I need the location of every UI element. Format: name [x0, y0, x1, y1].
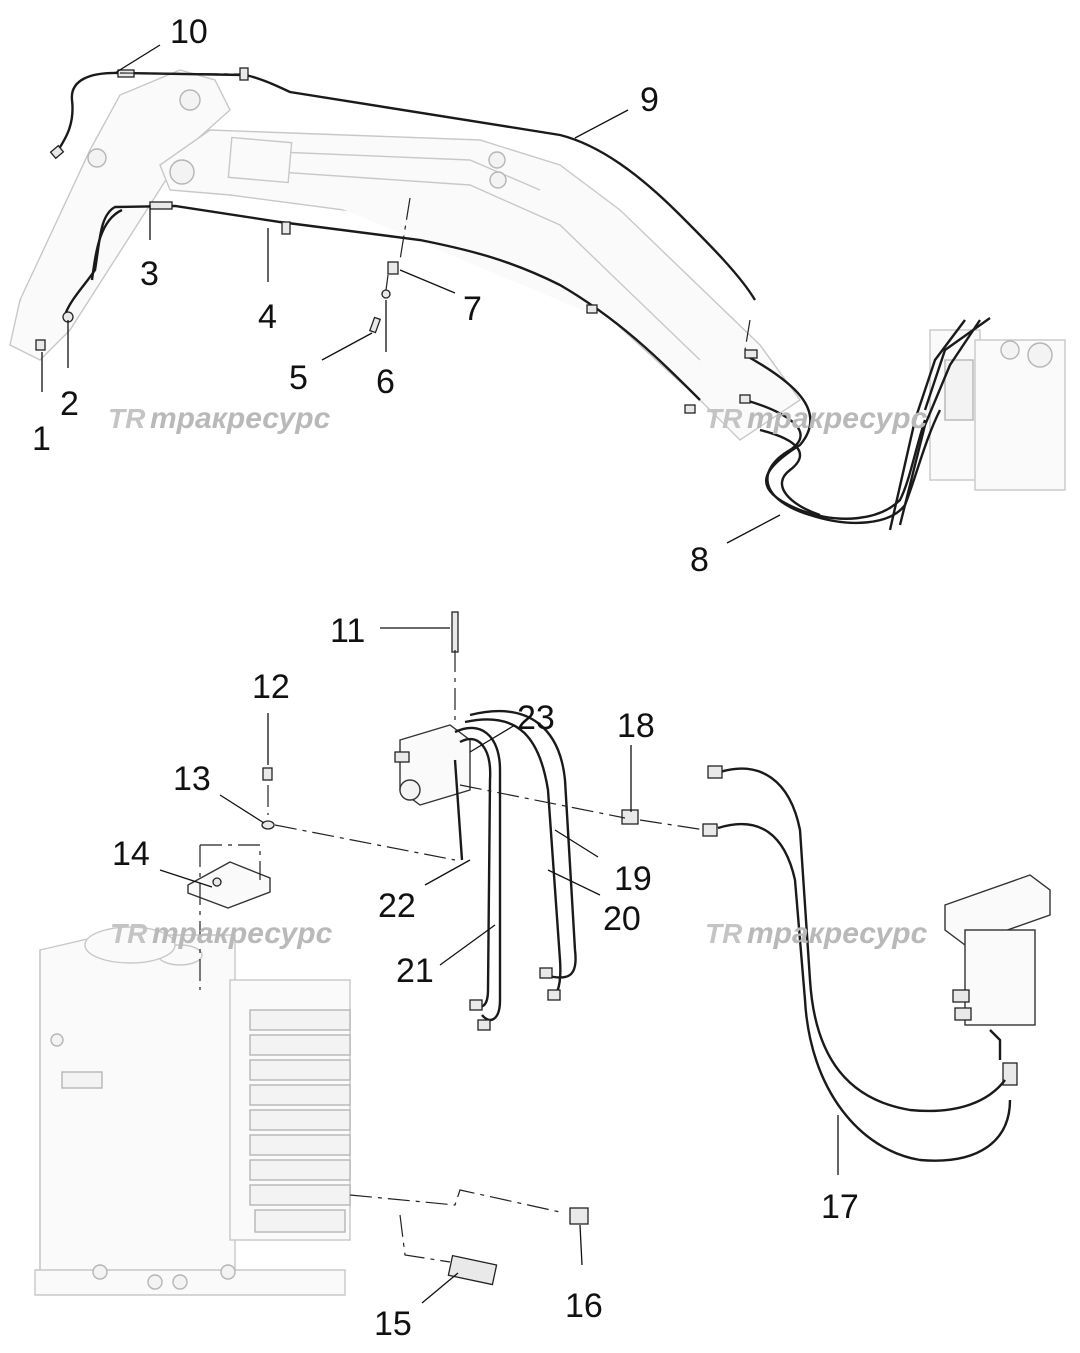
leader-lines — [41, 44, 839, 1304]
callout-19: 19 — [614, 860, 652, 898]
callout-11: 11 — [330, 612, 365, 650]
callout-7: 7 — [463, 290, 482, 328]
callout-13: 13 — [173, 760, 211, 798]
callout-4: 4 — [258, 298, 277, 336]
assembly-lines — [119, 72, 751, 1263]
callout-3: 3 — [140, 255, 159, 293]
watermark-logo: TR — [705, 918, 743, 949]
control-valve-top — [929, 329, 1066, 491]
callout-23: 23 — [517, 699, 555, 737]
callout-8: 8 — [690, 541, 709, 579]
watermark-text: тракресурс — [747, 917, 928, 950]
callout-12: 12 — [252, 668, 290, 706]
watermark-text: тракресурс — [152, 917, 333, 950]
watermarks: TR тракресурс TR тракресурс TR тракресур… — [108, 402, 928, 950]
callout-5: 5 — [289, 359, 308, 397]
callout-10: 10 — [170, 13, 208, 51]
callout-labels: 1 2 3 4 5 6 7 8 9 10 11 12 13 14 15 16 1… — [32, 13, 859, 1343]
solenoid-valve — [394, 724, 471, 806]
callout-20: 20 — [603, 900, 641, 938]
boom-arm-assembly — [9, 69, 1066, 491]
top-hoses — [35, 67, 991, 531]
tank-valve-assembly — [34, 926, 351, 1296]
watermark-text: тракресурс — [747, 402, 928, 435]
callout-16: 16 — [565, 1287, 603, 1325]
callout-15: 15 — [374, 1305, 412, 1343]
callout-18: 18 — [617, 707, 655, 745]
pedal-valve — [944, 874, 1051, 1086]
watermark-logo: TR — [108, 403, 146, 434]
callout-14: 14 — [112, 835, 150, 873]
callout-6: 6 — [376, 363, 395, 401]
watermark-logo: TR — [110, 918, 148, 949]
callout-22: 22 — [378, 887, 416, 925]
callout-21: 21 — [396, 952, 434, 990]
plate-14 — [187, 861, 271, 909]
valve-spools — [249, 1009, 351, 1233]
callout-9: 9 — [640, 81, 659, 119]
watermark-logo: TR — [705, 403, 743, 434]
watermark-text: тракресурс — [150, 402, 331, 435]
callout-2: 2 — [60, 385, 79, 423]
callout-17: 17 — [821, 1188, 859, 1226]
bottom-hoses — [261, 611, 1012, 1286]
callout-1: 1 — [32, 420, 51, 458]
